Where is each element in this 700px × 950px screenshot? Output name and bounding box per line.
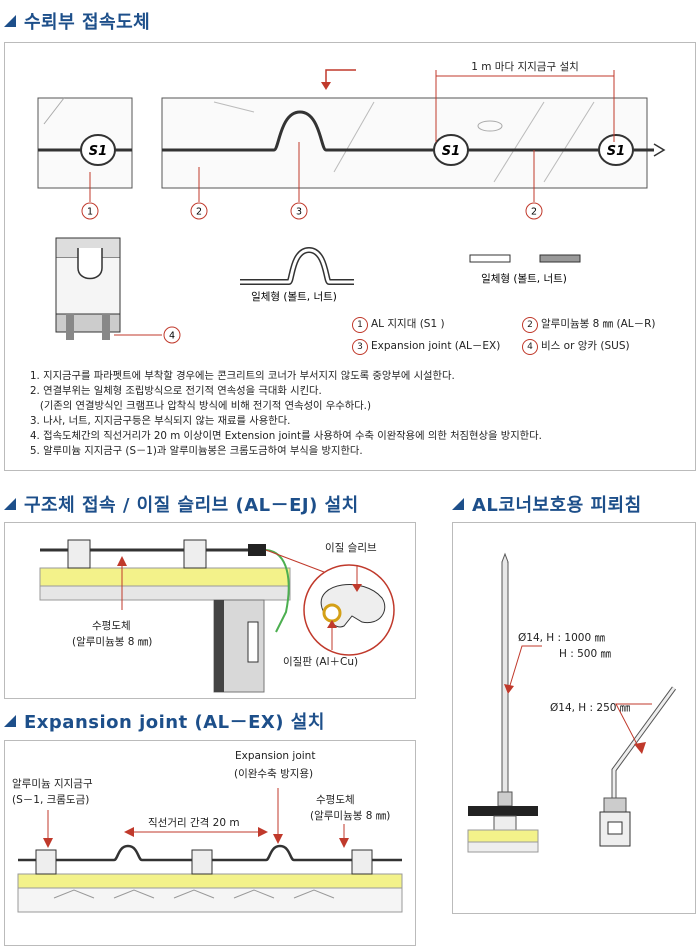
conductor-label-2: (알루미늄봉 8 ㎜) <box>72 636 153 648</box>
svg-text:일체형 (볼트, 너트): 일체형 (볼트, 너트) <box>251 290 337 303</box>
install-arrow <box>325 69 356 86</box>
svg-text:일체형 (볼트, 너트): 일체형 (볼트, 너트) <box>481 272 567 285</box>
structure-connection-diagram <box>39 539 395 693</box>
section-marker-icon <box>4 715 16 727</box>
section1-title-text: 수뢰부 접속도체 <box>24 12 151 33</box>
svg-text:2: 2 <box>196 207 202 218</box>
svg-text:2: 2 <box>531 207 537 218</box>
support-label-1: 알루미늄 지지금구 <box>12 778 93 790</box>
conductor-label-1: 수평도체 <box>92 620 131 632</box>
note-5: 5. 알루미늄 지지금구 (S－1)과 알루미늄봉은 크롬도금하여 부식을 방지… <box>30 445 363 457</box>
section3-title: Expansion joint (AL－EX) 설치 <box>4 708 325 734</box>
svg-text:S1: S1 <box>442 144 460 159</box>
s1-support-left: S1 <box>80 134 116 166</box>
rod-large-label-1: Ø14, H : 1000 ㎜ <box>518 632 605 644</box>
section3-title-text: Expansion joint (AL－EX) 설치 <box>24 712 325 733</box>
rod-large-label-2: H : 500 ㎜ <box>559 648 611 660</box>
section-marker-icon <box>452 498 464 510</box>
note-2: 2. 연결부위는 일체형 조립방식으로 전기적 연속성을 극대화 시킨다. <box>30 385 322 397</box>
note-2-sub: (기존의 연결방식인 크램프나 압착식 방식에 비해 전기적 연속성이 우수하다… <box>30 400 371 412</box>
svg-text:3: 3 <box>296 207 302 218</box>
sleeve-label: 이질 슬리브 <box>325 542 377 554</box>
s1-support-mid: S1 <box>433 134 469 166</box>
ej-label-2: (이완수축 방지용) <box>234 768 314 780</box>
note-1: 1. 지지금구를 파라펫트에 부착할 경우에는 콘크리트의 코너가 부서지지 않… <box>30 370 455 382</box>
corner-rod-diagram <box>467 552 677 853</box>
s1-support-right: S1 <box>598 134 634 166</box>
bracket-detail: 4 <box>55 237 181 344</box>
distance-label: 직선거리 간격 20 m <box>148 817 240 829</box>
plate-label: 이질판 (Al＋Cu) <box>283 656 359 668</box>
support-label-2: (S－1, 크롬도금) <box>12 794 90 806</box>
section-marker-icon <box>4 498 16 510</box>
svg-text:1: 1 <box>87 207 93 218</box>
section2-title-text: 구조체 접속 / 이질 슬리브 (AL－EJ) 설치 <box>24 495 359 516</box>
parapet-diagram: S1 S1 S1 1 m 마다 지지금구 설치 1 2 3 2 <box>37 61 666 344</box>
svg-text:S1: S1 <box>607 144 625 159</box>
note-3: 3. 나사, 너트, 지지금구등은 부식되지 않는 재료를 사용한다. <box>30 415 291 427</box>
expansion-joint-diagram <box>17 788 403 913</box>
straight-detail: 일체형 (볼트, 너트) <box>469 254 581 285</box>
section1-title: 수뢰부 접속도체 <box>4 8 150 34</box>
dimension-line: 1 m 마다 지지금구 설치 <box>435 61 615 142</box>
note-4: 4. 접속도체간의 직선거리가 20 m 이상이면 Extension join… <box>30 430 542 442</box>
cond-label-2: (알루미늄봉 8 ㎜) <box>310 810 391 822</box>
rod-small-label: Ø14, H : 250 ㎜ <box>550 702 631 714</box>
section-marker-icon <box>4 15 16 27</box>
cond-label-1: 수평도체 <box>316 794 355 806</box>
svg-text:1 m 마다 지지금구 설치: 1 m 마다 지지금구 설치 <box>471 61 579 73</box>
svg-text:4: 4 <box>169 331 175 342</box>
loop-detail: 일체형 (볼트, 너트) <box>240 246 354 303</box>
svg-text:S1: S1 <box>89 144 107 159</box>
section4-title-text: AL코너보호용 피뢰침 <box>472 495 642 516</box>
section4-title: AL코너보호용 피뢰침 <box>452 491 642 517</box>
ej-label-1: Expansion joint <box>235 750 316 762</box>
main-parapet <box>161 97 666 189</box>
section2-title: 구조체 접속 / 이질 슬리브 (AL－EJ) 설치 <box>4 491 359 517</box>
notes-list: 1. 지지금구를 파라펫트에 부착할 경우에는 콘크리트의 코너가 부서지지 않… <box>30 369 542 459</box>
